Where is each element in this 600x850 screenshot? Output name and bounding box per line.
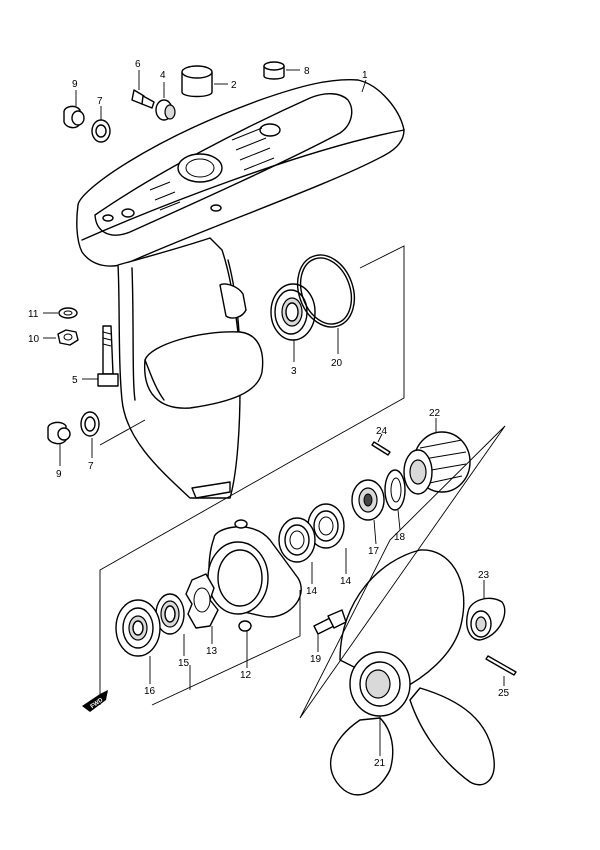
part-24-pin xyxy=(371,441,391,456)
part-3-bearing xyxy=(270,283,316,341)
part-14-seal-right xyxy=(307,503,345,549)
callout-23: 23 xyxy=(478,570,490,581)
forward-direction-badge: FWD xyxy=(82,690,108,712)
callout-8: 8 xyxy=(304,66,310,77)
callout-11: 11 xyxy=(28,309,39,320)
gear-case-housing xyxy=(76,78,405,499)
callout-5: 5 xyxy=(72,375,78,386)
part-7-washer-bottom xyxy=(80,411,100,437)
part-25-cotter-pin xyxy=(485,655,517,676)
callout-6: 6 xyxy=(135,59,141,70)
group-bracket-lines xyxy=(99,245,405,660)
leader-lines xyxy=(43,69,505,756)
part-19-bolt xyxy=(313,609,347,635)
part-20-o-ring xyxy=(296,254,356,328)
part-7-washer-top xyxy=(91,119,111,143)
callout-7-bottom: 7 xyxy=(88,461,94,472)
part-2-bushing xyxy=(181,65,213,98)
part-15-bearing xyxy=(155,593,185,635)
callout-1: 1 xyxy=(362,70,368,81)
callout-13: 13 xyxy=(206,646,218,657)
part-18-washer xyxy=(384,469,406,511)
callout-22: 22 xyxy=(429,408,441,419)
part-11-washer xyxy=(58,307,78,319)
propeller-group-bracket xyxy=(299,425,506,719)
part-12-propeller-shaft-housing xyxy=(207,519,302,632)
callout-14-left: 14 xyxy=(306,586,318,597)
part-9-screw-top xyxy=(63,105,85,129)
callout-18: 18 xyxy=(394,532,406,543)
callout-2: 2 xyxy=(231,80,237,91)
callout-4: 4 xyxy=(160,70,166,81)
part-13-thrust-washer xyxy=(185,573,219,629)
part-21-propeller xyxy=(329,549,495,796)
part-22-gear xyxy=(403,431,471,495)
part-10-nut xyxy=(57,329,79,346)
callout-10: 10 xyxy=(28,334,40,345)
callout-12: 12 xyxy=(240,670,252,681)
callout-17: 17 xyxy=(368,546,380,557)
callout-14-right: 14 xyxy=(340,576,352,587)
callout-21: 21 xyxy=(374,758,386,769)
part-14-seal-left xyxy=(278,517,316,563)
callout-3: 3 xyxy=(291,366,297,377)
callout-15: 15 xyxy=(178,658,190,669)
callout-7-top: 7 xyxy=(97,96,103,107)
callout-24: 24 xyxy=(376,426,388,437)
part-17-clutch xyxy=(351,479,385,521)
callout-9-bottom: 9 xyxy=(56,469,62,480)
part-16-bearing xyxy=(115,599,161,657)
part-5-stud-bolt xyxy=(97,325,119,387)
part-6-bolt xyxy=(131,89,155,109)
callout-labels: 1 2 3 4 5 6 7 7 8 9 9 10 11 12 13 14 14 … xyxy=(28,59,510,769)
callout-19: 19 xyxy=(310,654,322,665)
part-4-grommet xyxy=(155,99,176,121)
callout-20: 20 xyxy=(331,358,343,369)
part-9-screw-bottom xyxy=(47,421,71,445)
callout-16: 16 xyxy=(144,686,156,697)
part-23-cone-nut xyxy=(466,597,506,641)
callout-9-top: 9 xyxy=(72,79,78,90)
callout-25: 25 xyxy=(498,688,510,699)
part-8-cap xyxy=(263,61,285,80)
